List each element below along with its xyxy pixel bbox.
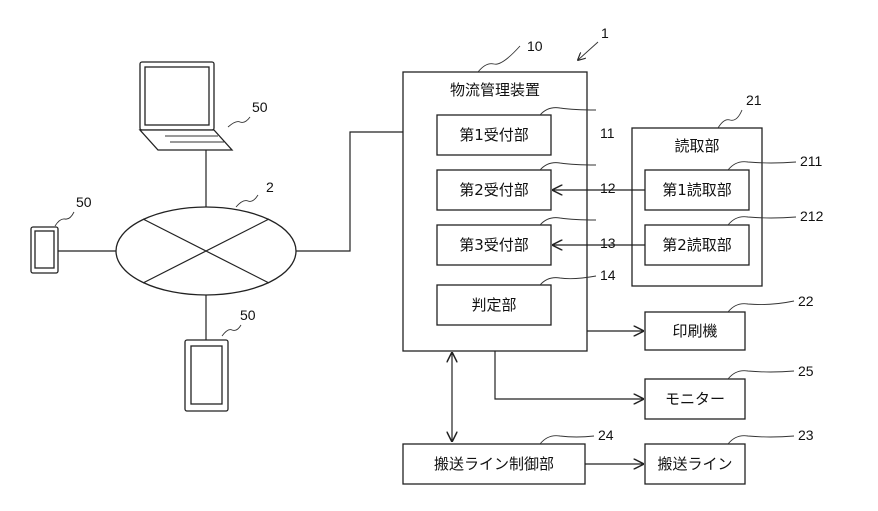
- reading-unit1-ref: 211: [800, 153, 823, 169]
- network-node: [116, 207, 296, 295]
- reading-unit2-ref: 212: [800, 208, 824, 224]
- phone-left-ref: 50: [76, 194, 92, 210]
- conveyor-line-ref: 23: [798, 427, 814, 443]
- reading-unit2-label: 第2読取部: [662, 236, 732, 254]
- printer-ref: 22: [798, 293, 814, 309]
- logistics-device-title: 物流管理装置: [450, 81, 540, 99]
- monitor-label: モニター: [665, 390, 725, 408]
- judgment-label: 判定部: [471, 296, 516, 314]
- receiver2-ref: 12: [600, 180, 616, 196]
- tablet-screen: [191, 346, 222, 404]
- logistics-device-ref-leader: [478, 46, 520, 72]
- conveyor-line-label: 搬送ライン: [657, 455, 732, 473]
- receiver1-label: 第1受付部: [459, 126, 529, 144]
- laptop-keyboard: [140, 130, 232, 150]
- laptop-ref-leader: [228, 117, 250, 127]
- conveyor-line-ref-leader: [728, 436, 794, 444]
- receiver2-label: 第2受付部: [459, 181, 529, 199]
- tablet-ref: 50: [240, 307, 256, 323]
- reader-ref: 21: [746, 92, 762, 108]
- monitor-ref: 25: [798, 363, 814, 379]
- network-ref: 2: [266, 179, 274, 195]
- phone-left-ref-leader: [55, 212, 74, 226]
- receiver1-ref: 11: [600, 125, 615, 141]
- phone-left-screen: [35, 231, 54, 268]
- tablet-terminal: [185, 340, 228, 411]
- phone-terminal-left: [31, 227, 58, 273]
- logistics-device-ref: 10: [527, 38, 543, 54]
- network-ref-leader: [236, 195, 258, 207]
- system-ref: 1: [601, 25, 609, 41]
- printer-label: 印刷機: [672, 322, 717, 340]
- conveyor-controller-ref-leader: [540, 436, 594, 444]
- judgment-ref: 14: [600, 267, 616, 283]
- laptop-screen-inner: [145, 67, 209, 125]
- device-to-monitor-arrow: [495, 351, 643, 399]
- reader-title: 読取部: [674, 137, 719, 155]
- reading-unit1-label: 第1読取部: [662, 181, 732, 199]
- conveyor-controller-label: 搬送ライン制御部: [434, 455, 554, 473]
- receiver3-label: 第3受付部: [459, 236, 529, 254]
- printer-ref-leader: [728, 301, 794, 312]
- receiver3-ref: 13: [600, 235, 616, 251]
- conveyor-controller-ref: 24: [598, 427, 614, 443]
- laptop-terminal: [140, 62, 232, 150]
- tablet-ref-leader: [222, 325, 241, 336]
- reader-ref-leader: [718, 110, 742, 128]
- monitor-ref-leader: [728, 371, 794, 379]
- laptop-ref: 50: [252, 99, 268, 115]
- system-ref-arrow: [578, 42, 598, 60]
